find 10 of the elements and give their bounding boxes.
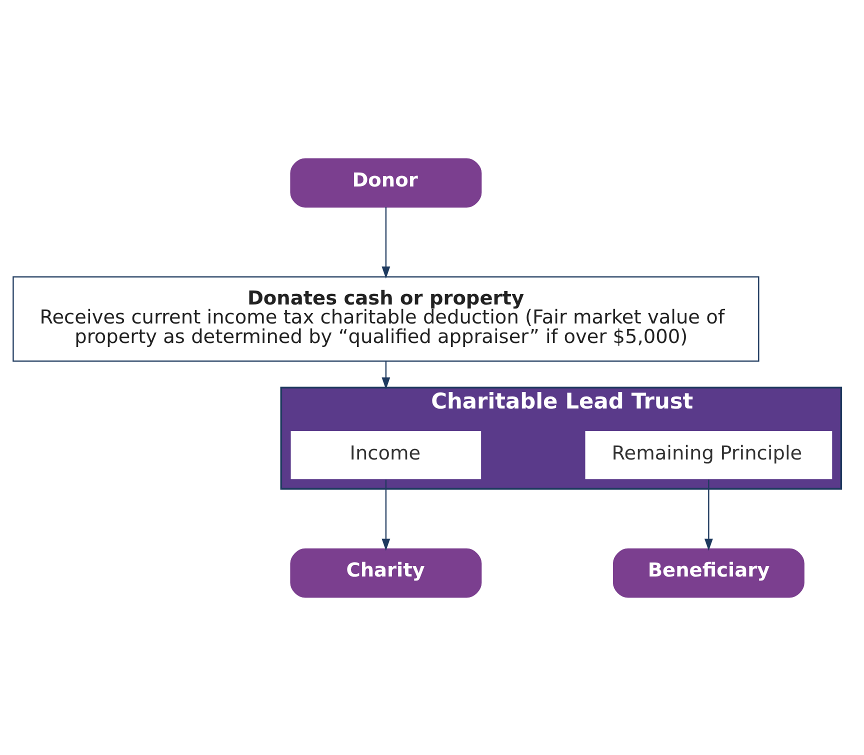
node-box: Donor: [290, 158, 482, 208]
node-box: Donates cash or property Receives current income tax charitable deduction (Fair market value of property as determined by “qualified appraiser” if over $5,000): [12, 276, 760, 362]
arrow: [382, 360, 390, 389]
node-box: Remaining Principle: [585, 430, 832, 479]
node-box: Charity: [290, 548, 482, 598]
arrow: [382, 206, 390, 278]
node-box: Beneficiary: [612, 548, 804, 598]
arrow: [382, 479, 390, 550]
node-box: Income: [290, 430, 482, 479]
arrow: [704, 479, 713, 550]
